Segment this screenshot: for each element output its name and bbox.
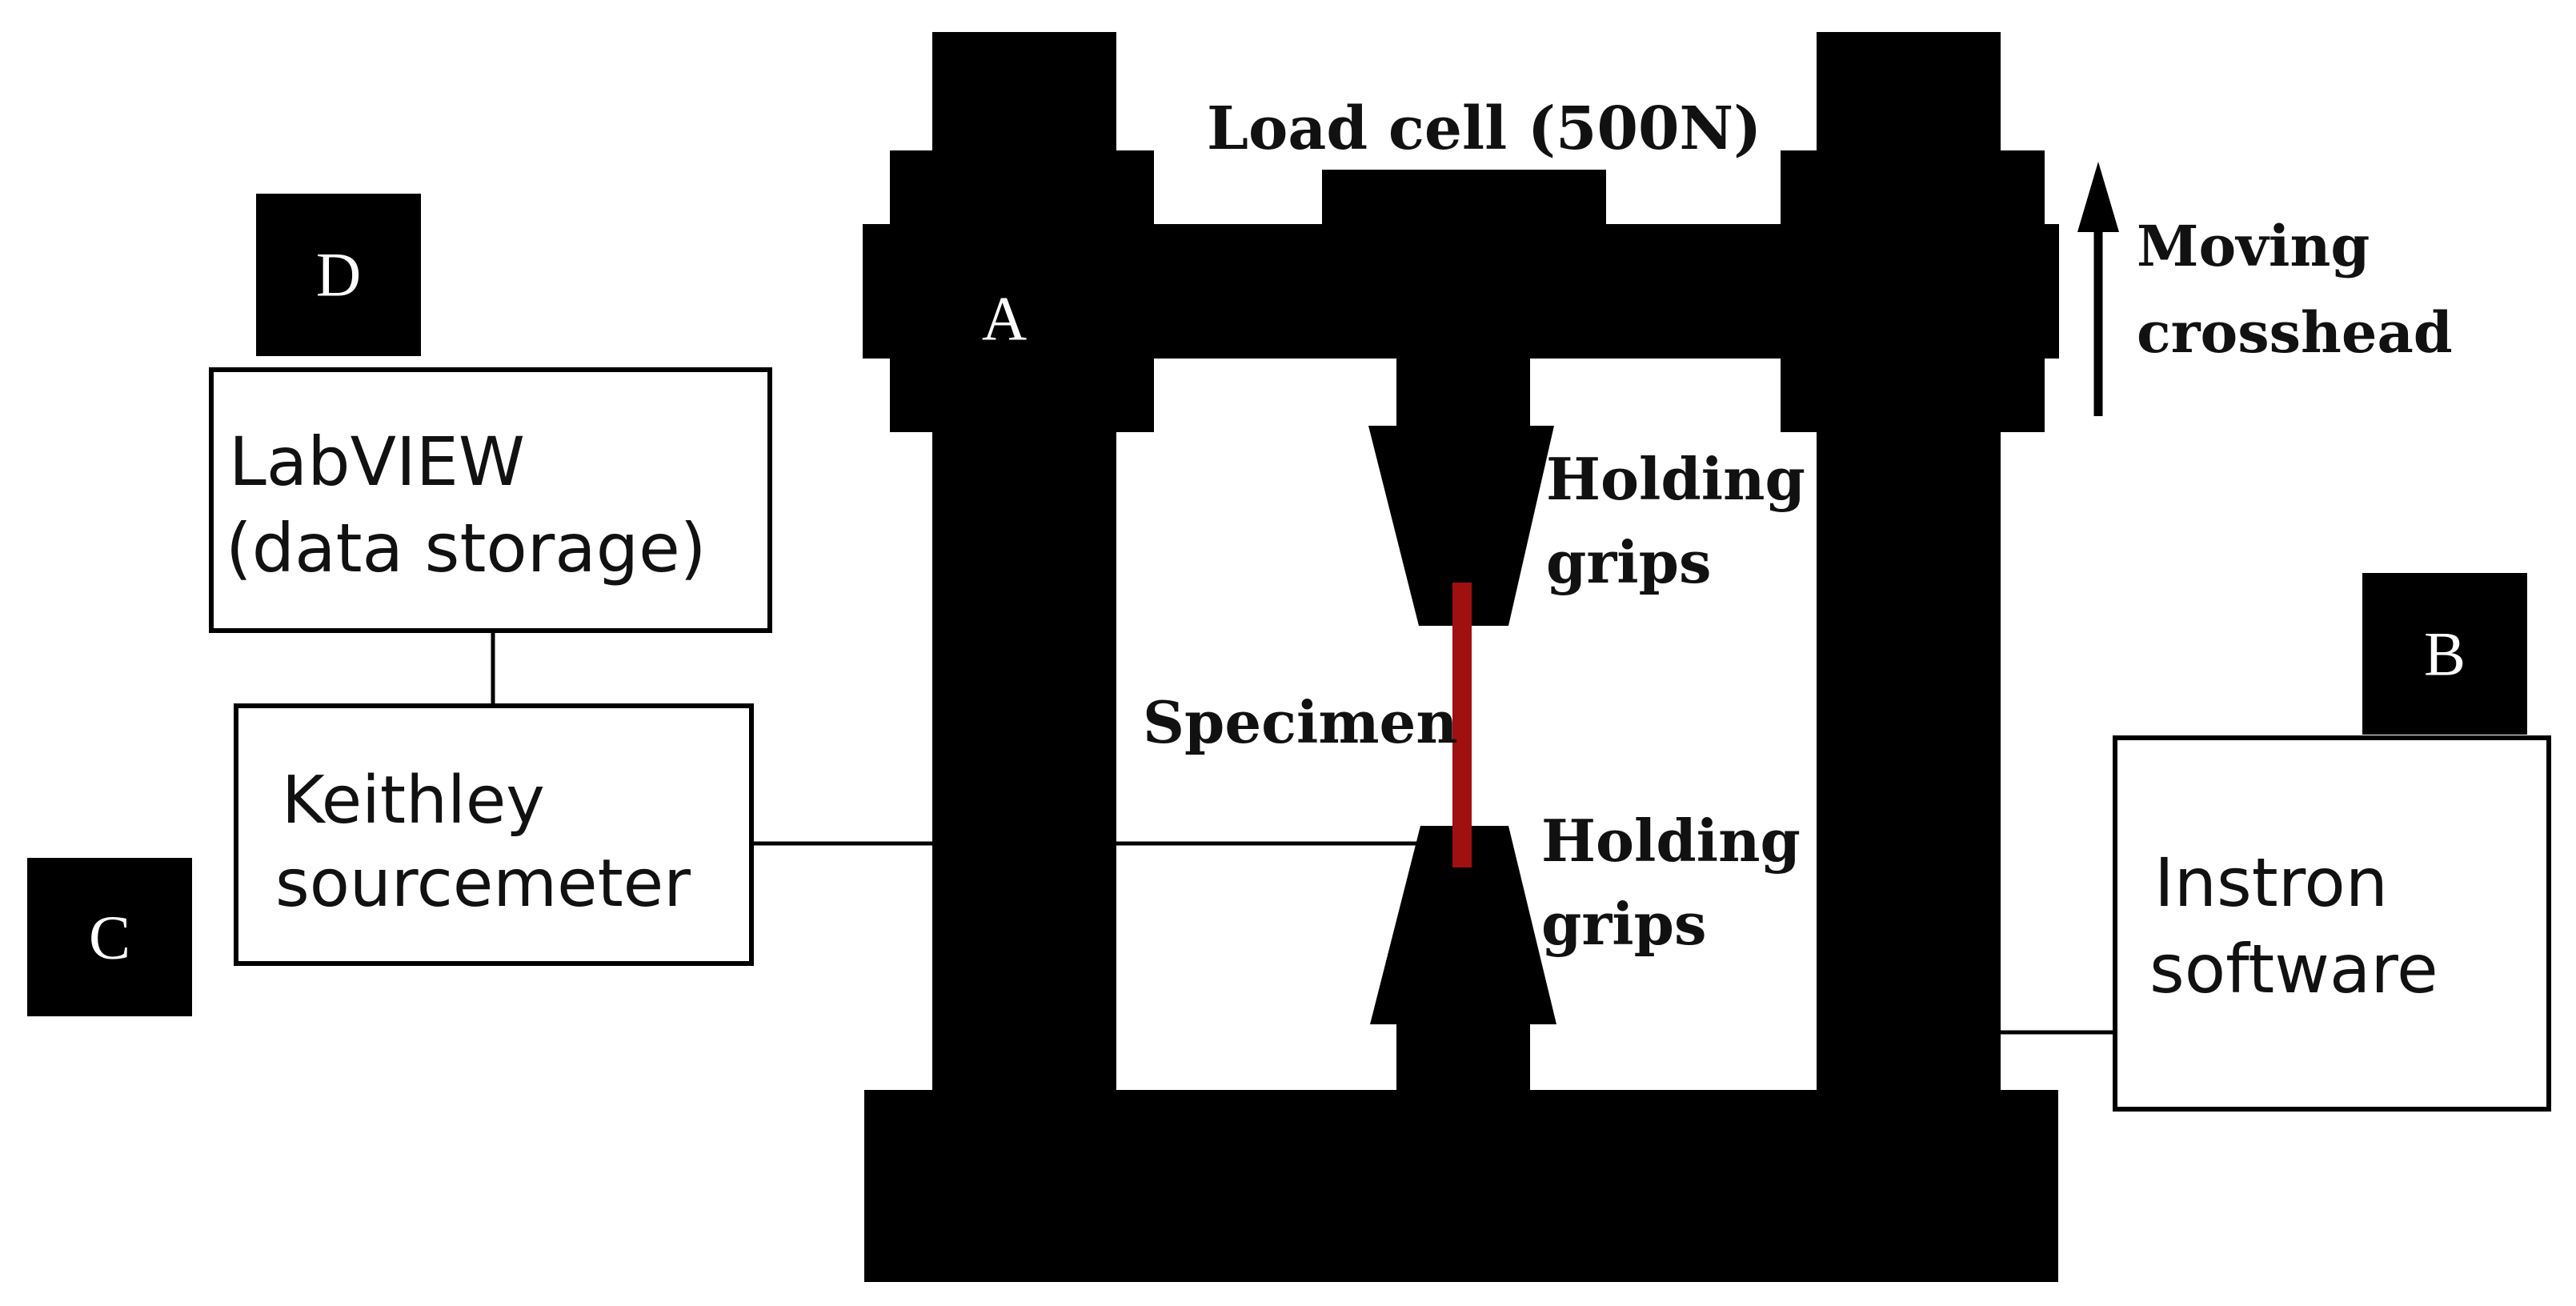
tag-c: C (89, 903, 130, 972)
keithley-box-label: Keithley sourcemeter (275, 763, 691, 922)
instron-box (2113, 735, 2551, 1112)
load-cell-label: Load cell (500N) (1207, 94, 1761, 163)
lower-grip-stem (1396, 1023, 1530, 1095)
load-cell (1322, 170, 1606, 227)
tag-c-background (27, 858, 192, 1016)
connection-lines (491, 632, 2113, 1035)
labview-box (209, 367, 772, 633)
tag-d-background (256, 194, 421, 356)
tag-a: A (982, 284, 1027, 354)
upper-grip-stem (1396, 352, 1530, 432)
instron-box-label-line2: software (2149, 930, 2438, 1008)
tag-b-background (2362, 573, 2527, 735)
moving-crosshead-label: Moving crosshead (2137, 213, 2453, 366)
lower-holding-grips-label-line1: Holding (1541, 807, 1801, 875)
moving-crosshead-label-line2: crosshead (2137, 299, 2453, 366)
upper-holding-grips-label-line2: grips (1546, 528, 1712, 596)
tag-b: B (2424, 619, 2466, 689)
keithley-box-label-line2: sourcemeter (275, 846, 691, 922)
instron-box-label-line1: Instron (2154, 843, 2388, 922)
tag-d: D (316, 240, 361, 310)
crosshead-collar-right (1781, 150, 2045, 432)
lower-holding-grips-label-line2: grips (1541, 890, 1707, 958)
keithley-box-label-line1: Keithley (282, 763, 545, 839)
labview-box-label-line1: LabVIEW (229, 423, 525, 501)
test-frame (863, 32, 2059, 1282)
lower-holding-grip (1370, 826, 1556, 1024)
upper-holding-grips-label-line1: Holding (1546, 445, 1805, 513)
labview-box-label: LabVIEW (data storage) (226, 423, 707, 587)
instron-box-label: Instron software (2149, 843, 2438, 1008)
lower-holding-grips-label: Holding grips (1541, 807, 1821, 958)
up-arrow-icon (2077, 162, 2119, 416)
keithley-box (234, 703, 754, 966)
upper-holding-grips-label: Holding grips (1546, 445, 1825, 596)
moving-crosshead-label-line1: Moving (2137, 213, 2370, 279)
crosshead-collar-left (890, 150, 1154, 432)
specimen-bar (1452, 583, 1472, 867)
specimen-label: Specimen (1143, 688, 1458, 756)
base-plate (864, 1090, 2058, 1282)
labview-box-label-line2: (data storage) (226, 509, 707, 587)
upper-holding-grip (1368, 426, 1554, 626)
